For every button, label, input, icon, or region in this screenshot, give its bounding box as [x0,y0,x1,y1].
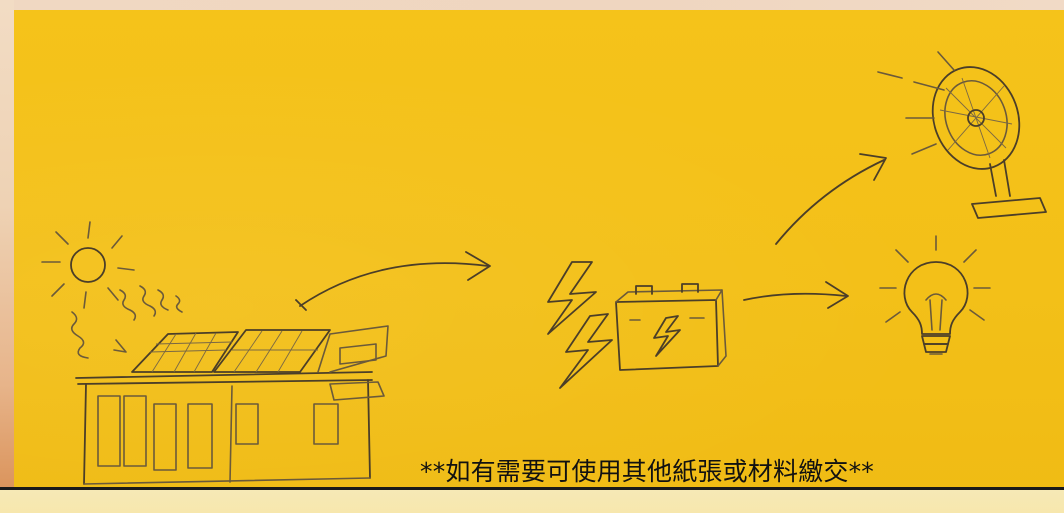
lightning-icon [547,261,613,389]
fan-icon [877,51,1047,219]
submission-note: **如有需要可使用其他紙張或材料繳交** [420,457,875,486]
arrow-icon [775,153,887,245]
paper-left-edge [0,0,14,513]
bottom-paper-strip [0,490,1064,513]
light-bulb-icon [879,235,991,355]
bottom-rule-divider [0,487,1064,490]
arrow-icon [743,281,849,309]
arrow-icon [295,251,491,311]
sun-icon [41,221,135,309]
battery-icon [615,283,727,371]
house-with-solar-panels-icon [75,325,389,485]
sun-ray-arrows [70,285,183,359]
paper-top-edge [0,0,1064,10]
